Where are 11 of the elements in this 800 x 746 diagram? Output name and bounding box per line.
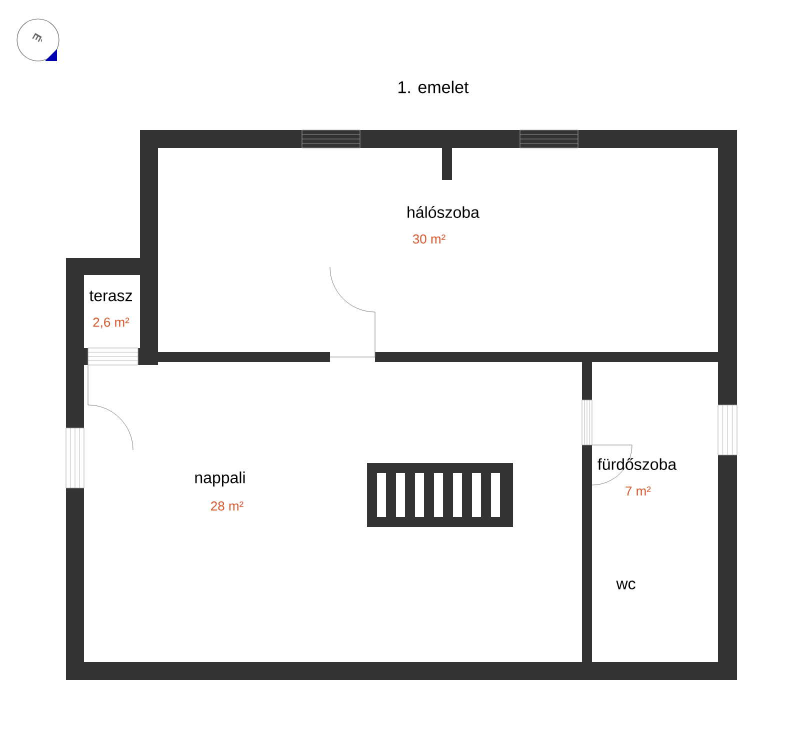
room-name: fürdőszoba — [598, 458, 677, 470]
room-name: terasz — [89, 290, 132, 302]
room-name: nappali — [195, 472, 245, 486]
floor-title: 1. emelet — [398, 80, 469, 94]
room-name: hálószoba — [408, 206, 480, 218]
room-name: wc — [616, 580, 636, 590]
area-label: 2,6 m² — [93, 318, 130, 328]
area-label: 30 m² — [412, 234, 446, 244]
compass-letter: É — [32, 33, 42, 42]
area-label: 7 m² — [626, 486, 651, 496]
area-label: 28 m² — [211, 501, 244, 511]
